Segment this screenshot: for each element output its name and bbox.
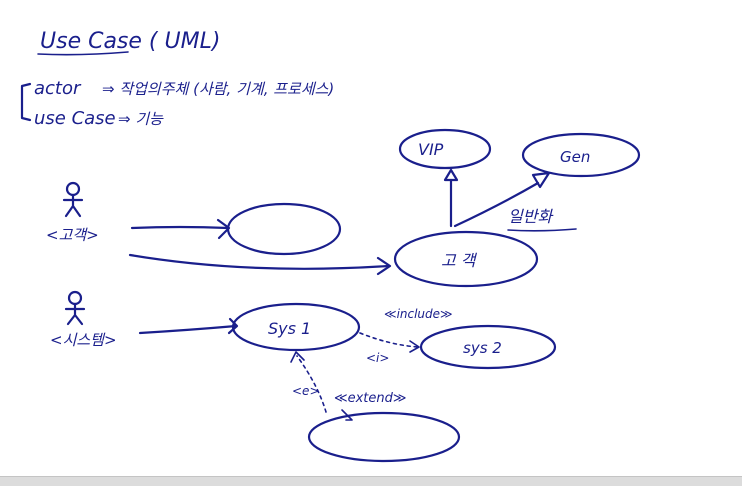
- customer-association-bottom: [128, 253, 392, 276]
- include-relation: [359, 332, 420, 353]
- customer-usecase-label: 고 객: [441, 251, 478, 270]
- page-title: Use Case ( UML): [40, 29, 220, 54]
- generalization-underline: [507, 228, 577, 232]
- gen-usecase: [521, 132, 641, 178]
- usecase-term: use Case: [34, 108, 116, 129]
- system-association: [138, 317, 239, 335]
- customer-actor: [62, 181, 84, 218]
- generalization-label: 일반화: [508, 207, 553, 226]
- generalization-to-vip: [443, 168, 459, 228]
- usecase-description: ⇒ 기능: [118, 110, 164, 128]
- extend-cursor-mark: [341, 409, 353, 421]
- vip-usecase: [398, 128, 492, 170]
- sys1-usecase-label: Sys 1: [268, 319, 311, 338]
- definition-bracket: [20, 82, 32, 122]
- gen-usecase-label: Gen: [560, 148, 590, 166]
- include-short-label: <i>: [366, 351, 389, 365]
- actor-term: actor: [34, 78, 82, 99]
- sys2-usecase: [419, 324, 557, 370]
- extend-relation: [290, 351, 327, 413]
- system-actor-label: <시스템>: [50, 331, 117, 349]
- vip-usecase-label: VIP: [418, 140, 444, 159]
- generalization-to-gen: [453, 171, 551, 228]
- extend-label: ≪extend≫: [334, 391, 407, 406]
- title-underline: [37, 51, 129, 56]
- customer-association-top: [130, 218, 231, 240]
- sys2-usecase-label: sys 2: [463, 339, 502, 357]
- customer-usecase: [393, 230, 539, 288]
- extend-short-label: <e>: [292, 384, 320, 398]
- extend-usecase-blank: [307, 411, 461, 463]
- include-label: ≪include≫: [384, 307, 453, 321]
- system-actor: [64, 290, 86, 326]
- actor-description: ⇒ 작업의주체 (사람, 기계, 프로세스): [102, 80, 334, 98]
- customer-actor-label: <고객>: [46, 226, 99, 244]
- bottom-toolbar-strip: [0, 476, 742, 486]
- customer-usecase-blank: [226, 202, 342, 256]
